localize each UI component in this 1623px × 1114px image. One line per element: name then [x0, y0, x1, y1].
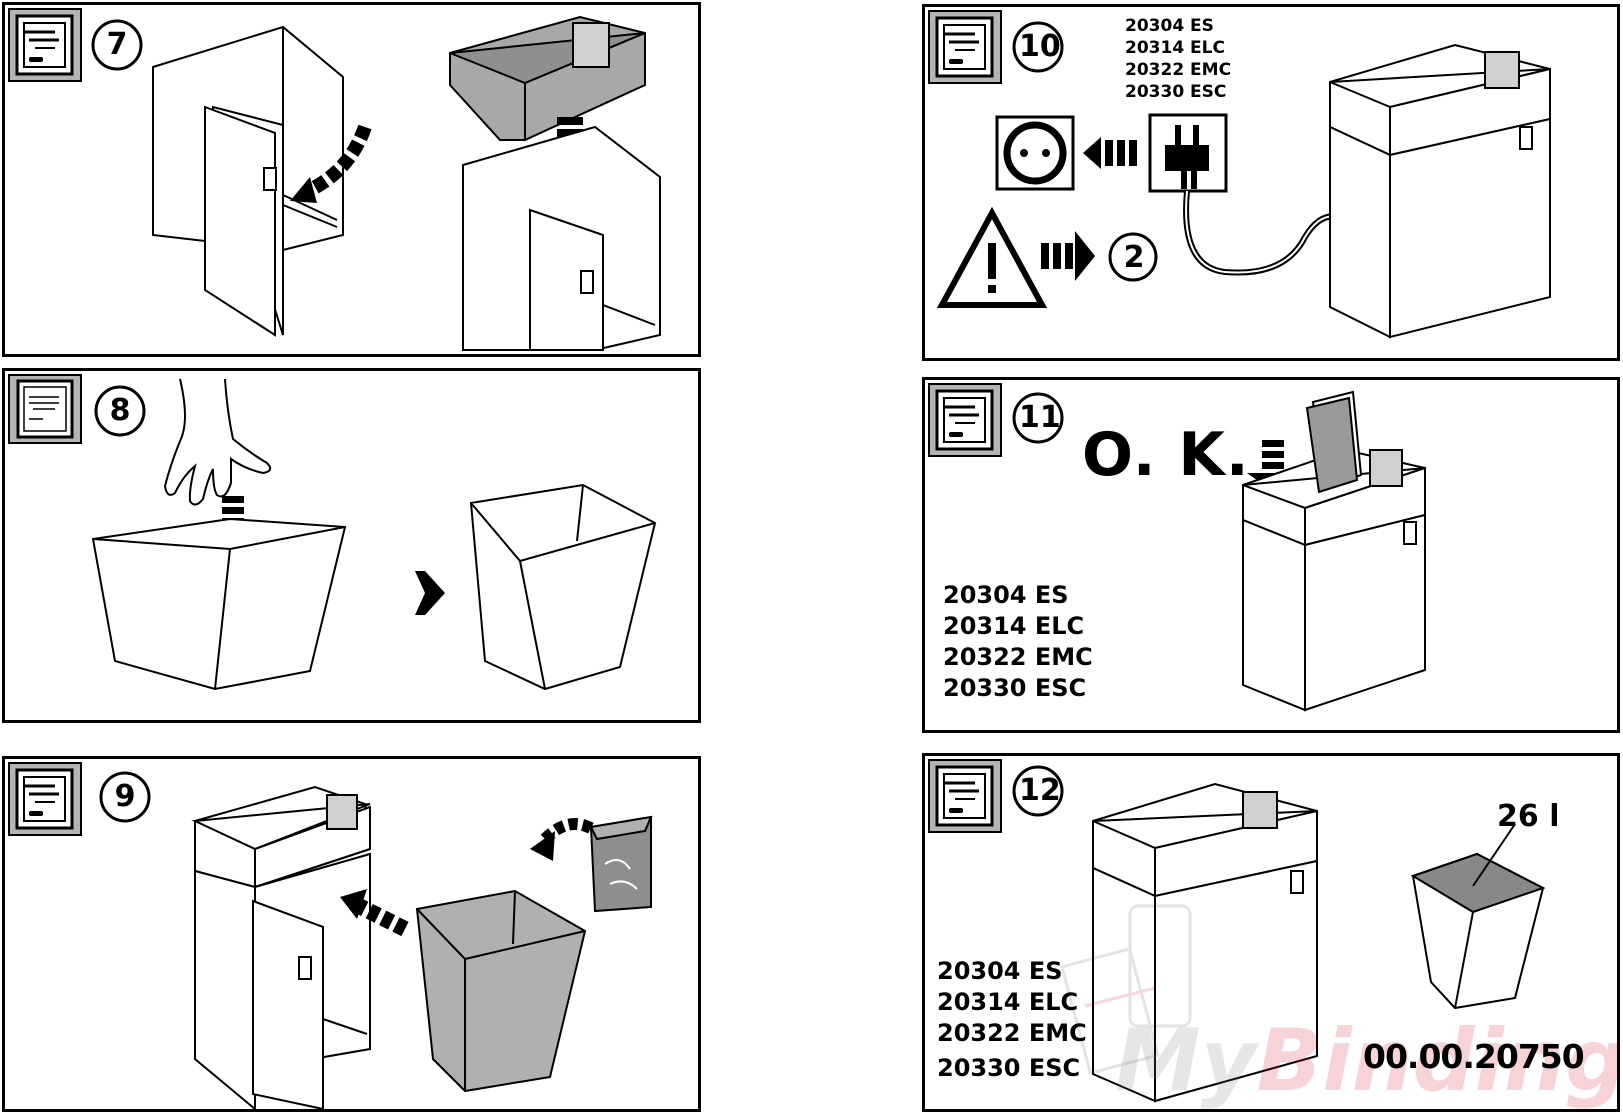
- power-plug-icon: [1148, 113, 1228, 193]
- manual-book-icon: [8, 8, 82, 82]
- model-number: 20314 ELC: [1125, 38, 1225, 58]
- step-11-illustration: [928, 383, 1426, 712]
- manual-book-icon: [8, 374, 82, 444]
- watermark-logo: [1060, 904, 1192, 1076]
- step-12-illustration: [928, 759, 1546, 1103]
- model-list: 20304 ES 20314 ELC 20322 EMC 20330 ESC: [1125, 15, 1231, 103]
- step-number: 10: [1019, 29, 1061, 64]
- step-9-illustration: [8, 762, 653, 1109]
- paper-stack-drawing: [1305, 390, 1363, 494]
- model-number: 20304 ES: [943, 581, 1069, 609]
- waste-bin-drawing: [91, 517, 347, 691]
- shredder-drawing: [1242, 448, 1426, 712]
- shredder-head-drawing: [449, 15, 646, 141]
- model-number: 20322 EMC: [1125, 60, 1232, 80]
- step-11-panel: 11 O. K. 20304 ES 20314 ELC 20322 EMC 20…: [922, 377, 1620, 733]
- model-number: 20322 EMC: [943, 643, 1093, 671]
- model-number: 20314 ELC: [937, 988, 1079, 1016]
- step-number-circle: [94, 385, 146, 437]
- shredder-drawing: [1329, 43, 1551, 339]
- model-list: 20304 ES 20314 ELC 20322 EMC 20330 ESC: [943, 580, 1093, 704]
- shredder-open-drawing: [191, 785, 372, 1109]
- hand-drawing: [163, 378, 272, 506]
- ref-step-circle: [1108, 232, 1158, 282]
- model-number: 20304 ES: [1125, 16, 1214, 36]
- full-bin-drawing: [1410, 823, 1546, 1010]
- manual-book-icon: [928, 759, 1002, 833]
- step-number: 9: [114, 779, 136, 814]
- step-8-illustration: [8, 374, 657, 691]
- ref-step-number: 2: [1123, 240, 1145, 275]
- bin-capacity: 26 l: [1497, 799, 1560, 834]
- step-7-illustration: [8, 8, 661, 351]
- step-12-panel: MyBinding 12 26 l 20304 ES 20314 ELC 203…: [922, 753, 1620, 1112]
- step-number: 11: [1019, 400, 1061, 435]
- model-number: 20330 ESC: [937, 1054, 1081, 1082]
- connect-arrow-icon: [1083, 137, 1137, 169]
- model-number: 20330 ESC: [943, 674, 1087, 702]
- step-10-panel: 10 20304 ES 20314 ELC 20322 EMC 20330 ES…: [922, 4, 1620, 361]
- step-number-circle: [99, 771, 151, 823]
- power-cable-drawing: [1183, 190, 1341, 276]
- step-8-panel: 8: [2, 368, 701, 723]
- step-7-panel: 7: [2, 2, 701, 357]
- step-number-circle: [1012, 392, 1064, 444]
- next-arrow-icon: [1041, 231, 1095, 281]
- ok-label: O. K.: [1082, 420, 1250, 490]
- cabinet-drawing-2: [462, 125, 661, 351]
- step-9-panel: 9: [2, 756, 701, 1112]
- document-number: 00.00.20750: [1363, 1037, 1585, 1076]
- waste-bin-gray-drawing: [415, 889, 587, 1093]
- step-number: 7: [106, 27, 128, 62]
- model-number: 20330 ESC: [1125, 82, 1227, 102]
- manual-book-icon: [928, 383, 1002, 457]
- shredder-drawing: [1092, 782, 1318, 1103]
- manual-book-icon: [928, 10, 1002, 84]
- step-number-circle: [91, 19, 143, 71]
- step-number-circle: [1012, 21, 1064, 73]
- cabinet-drawing: [152, 25, 344, 337]
- model-list: 20304 ES 20314 ELC 20322 EMC 20330 ESC: [937, 956, 1087, 1084]
- step-10-illustration: [928, 10, 1551, 339]
- model-number: 20322 EMC: [937, 1019, 1087, 1047]
- shred-bag-drawing: [589, 815, 653, 913]
- manual-book-icon: [8, 762, 82, 836]
- insert-arrow-icon: [340, 889, 409, 937]
- model-number: 20304 ES: [937, 957, 1063, 985]
- inverted-bin-drawing: [469, 483, 657, 691]
- step-number-circle: [1012, 765, 1064, 817]
- next-arrow-icon: [415, 571, 445, 615]
- step-number: 12: [1019, 773, 1061, 808]
- warning-triangle-icon: [936, 206, 1048, 308]
- power-socket-icon: [995, 115, 1075, 191]
- insert-arrow-icon: [290, 124, 372, 203]
- model-number: 20314 ELC: [943, 612, 1085, 640]
- step-number: 8: [109, 393, 131, 428]
